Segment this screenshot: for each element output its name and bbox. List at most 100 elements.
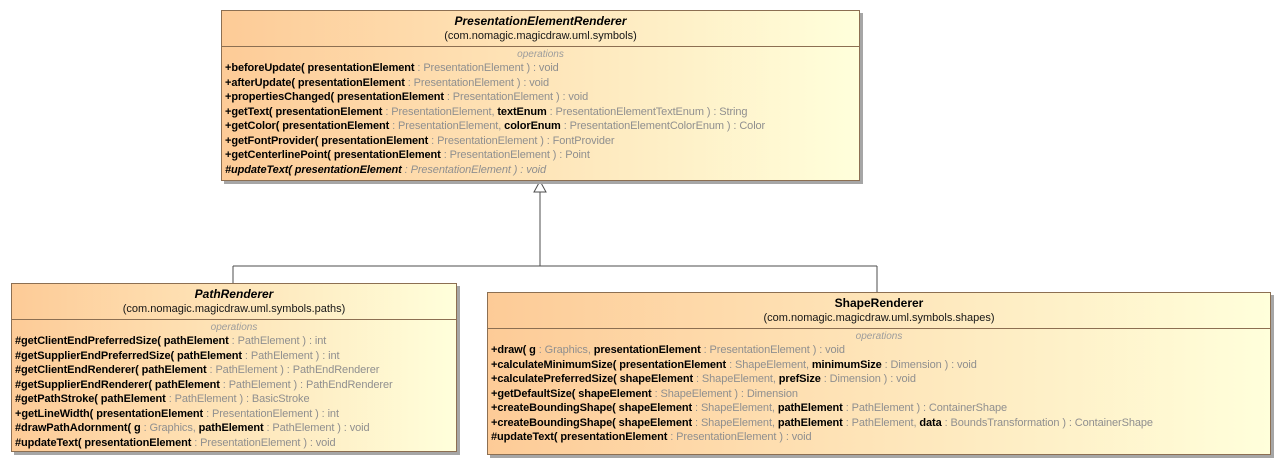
generalization-line[interactable] xyxy=(232,192,878,292)
operation-name-segment: +createBoundingShape( shapeElement xyxy=(491,416,693,429)
operation-line: +getDefaultSize( shapeElement : ShapeEle… xyxy=(491,387,1270,402)
operation-type-segment: : PresentationElement ) : void xyxy=(401,163,546,176)
operation-line: #getPathStroke( pathElement : PathElemen… xyxy=(15,392,456,407)
operation-type-segment: : ShapeElement, xyxy=(726,358,809,371)
operation-name-segment: +getLineWidth( presentationElement xyxy=(15,407,204,420)
operation-type-segment: : PresentationElement, xyxy=(382,105,495,118)
operation-type-segment: : PresentationElementColorEnum ) : Color xyxy=(560,120,766,132)
operation-name-segment: #updateText( presentationElement xyxy=(225,163,402,176)
class-package: (com.nomagic.magicdraw.uml.symbols) xyxy=(444,30,637,42)
class-name: PathRenderer xyxy=(194,287,274,301)
operation-type-segment: : PresentationElement ) : void xyxy=(443,91,589,103)
operation-name-segment: +afterUpdate( presentationElement xyxy=(225,76,405,89)
operation-line: +getLineWidth( presentationElement : Pre… xyxy=(15,407,456,422)
operations-compartment-label: operations xyxy=(210,322,258,333)
operation-line: #getSupplierEndRenderer( pathElement : P… xyxy=(15,378,456,393)
operation-type-segment: : Dimension ) : void xyxy=(881,358,977,371)
class-box-shaperenderer[interactable]: ShapeRenderer (com.nomagic.magicdraw.uml… xyxy=(487,292,1271,455)
operation-name-segment: data xyxy=(916,416,942,429)
operation-name-segment: presentationElement xyxy=(590,344,701,356)
operation-name-segment: #getSupplierEndPreferredSize( pathElemen… xyxy=(15,349,242,362)
operation-type-segment: : PathElement ) : PathEndRenderer xyxy=(206,364,380,376)
operation-type-segment: : ShapeElement, xyxy=(692,402,775,414)
class-box-pathrenderer[interactable]: PathRenderer (com.nomagic.magicdraw.uml.… xyxy=(11,283,457,452)
operation-type-segment: : PathElement ) : PathEndRenderer xyxy=(219,378,393,391)
operation-name-segment: textEnum xyxy=(494,105,547,118)
operation-type-segment: : PathElement, xyxy=(842,416,917,429)
operation-name-segment: #drawPathAdornment( g xyxy=(15,422,141,434)
operation-line: +getText( presentationElement : Presenta… xyxy=(225,105,859,120)
operation-name-segment: +getFontProvider( presentationElement xyxy=(225,134,429,147)
class-name: ShapeRenderer xyxy=(834,296,924,310)
operation-name-segment: +getDefaultSize( shapeElement xyxy=(491,387,652,400)
operation-type-segment: : PresentationElement ) : FontProvider xyxy=(428,134,615,147)
operation-type-segment: : PresentationElement ) : void xyxy=(191,436,336,449)
operation-name-segment: +draw( g xyxy=(491,344,536,356)
operation-name-segment: colorEnum xyxy=(501,120,561,132)
operation-name-segment: +calculateMinimumSize( presentationEleme… xyxy=(491,358,727,371)
operation-line: +propertiesChanged( presentationElement … xyxy=(225,90,859,105)
operation-name-segment: #updateText( presentationElement xyxy=(15,436,192,449)
operation-line: +createBoundingShape( shapeElement : Sha… xyxy=(491,416,1270,431)
operation-line: #updateText( presentationElement : Prese… xyxy=(225,163,859,178)
operations-compartment-label: operations xyxy=(517,49,564,60)
operation-type-segment: : ShapeElement, xyxy=(692,416,775,429)
operation-name-segment: prefSize xyxy=(775,373,821,385)
operation-name-segment: +beforeUpdate( presentationElement xyxy=(225,62,415,74)
operation-type-segment: : Graphics, xyxy=(140,422,196,434)
class-box-presentationelementrenderer[interactable]: PresentationElementRenderer (com.nomagic… xyxy=(221,10,860,181)
operation-type-segment: : PathElement ) : ContainerShape xyxy=(842,402,1007,414)
operation-line: #updateText( presentationElement : Prese… xyxy=(491,430,1270,445)
operation-line: #getClientEndPreferredSize( pathElement … xyxy=(15,334,456,349)
operation-type-segment: : Dimension ) : void xyxy=(820,373,916,385)
class-header: ShapeRenderer (com.nomagic.magicdraw.uml… xyxy=(488,293,1270,329)
operation-line: +createBoundingShape( shapeElement : Sha… xyxy=(491,401,1270,416)
operations-list: +beforeUpdate( presentationElement : Pre… xyxy=(222,61,859,177)
operation-line: #updateText( presentationElement : Prese… xyxy=(15,436,456,451)
operation-line: #getSupplierEndPreferredSize( pathElemen… xyxy=(15,349,456,364)
operation-line: +calculatePreferredSize( shapeElement : … xyxy=(491,372,1270,387)
operation-name-segment: +getText( presentationElement xyxy=(225,105,383,118)
operation-line: +beforeUpdate( presentationElement : Pre… xyxy=(225,61,859,76)
operation-type-segment: : PresentationElement, xyxy=(389,120,502,132)
operation-type-segment: : PathElement ) : void xyxy=(263,422,370,434)
operation-name-segment: +getCenterlinePoint( presentationElement xyxy=(225,149,441,161)
operation-type-segment: : PresentationElement ) : void xyxy=(667,431,812,443)
class-name: PresentationElementRenderer xyxy=(454,14,627,28)
operation-type-segment: : PresentationElement ) : int xyxy=(203,407,339,420)
class-header: PresentationElementRenderer (com.nomagic… xyxy=(222,11,859,47)
class-package: (com.nomagic.magicdraw.uml.symbols.shape… xyxy=(763,312,995,324)
operation-name-segment: pathElement xyxy=(195,422,264,434)
generalization-arrowhead-icon xyxy=(533,179,547,193)
operation-type-segment: : PresentationElement ) : Point xyxy=(440,149,590,161)
operation-type-segment: : PresentationElement ) : void xyxy=(700,344,845,356)
operations-list: +draw( g : Graphics, presentationElement… xyxy=(488,343,1270,445)
operation-type-segment: : BoundsTransformation ) : ContainerShap… xyxy=(941,416,1153,429)
operation-name-segment: minimumSize xyxy=(808,358,882,371)
operation-name-segment: #getClientEndRenderer( pathElement xyxy=(15,364,207,376)
operation-type-segment: : PresentationElement ) : void xyxy=(414,62,559,74)
class-header: PathRenderer (com.nomagic.magicdraw.uml.… xyxy=(12,284,456,320)
generalization-connector[interactable] xyxy=(232,179,878,292)
operation-type-segment: : ShapeElement, xyxy=(693,373,776,385)
operations-compartment-label: operations xyxy=(855,331,903,342)
operation-type-segment: : Graphics, xyxy=(535,344,591,356)
operation-type-segment: : PresentationElementTextEnum ) : String xyxy=(546,105,748,118)
operation-name-segment: +calculatePreferredSize( shapeElement xyxy=(491,373,694,385)
operation-name-segment: #getSupplierEndRenderer( pathElement xyxy=(15,378,220,391)
operations-list: #getClientEndPreferredSize( pathElement … xyxy=(12,334,456,450)
operation-type-segment: : PathElement ) : int xyxy=(241,349,340,362)
operation-line: #getClientEndRenderer( pathElement : Pat… xyxy=(15,363,456,378)
operation-type-segment: : PathElement ) : BasicStroke xyxy=(165,393,310,405)
operation-name-segment: +createBoundingShape( shapeElement xyxy=(491,402,693,414)
operation-name-segment: pathElement xyxy=(774,416,843,429)
operation-line: +getColor( presentationElement : Present… xyxy=(225,119,859,134)
operation-line: +calculateMinimumSize( presentationEleme… xyxy=(491,358,1270,373)
operation-name-segment: #getClientEndPreferredSize( pathElement xyxy=(15,335,229,347)
operation-name-segment: +propertiesChanged( presentationElement xyxy=(225,91,444,103)
operation-line: +getCenterlinePoint( presentationElement… xyxy=(225,148,859,163)
operation-name-segment: +getColor( presentationElement xyxy=(225,120,390,132)
operation-type-segment: : ShapeElement ) : Dimension xyxy=(651,387,798,400)
